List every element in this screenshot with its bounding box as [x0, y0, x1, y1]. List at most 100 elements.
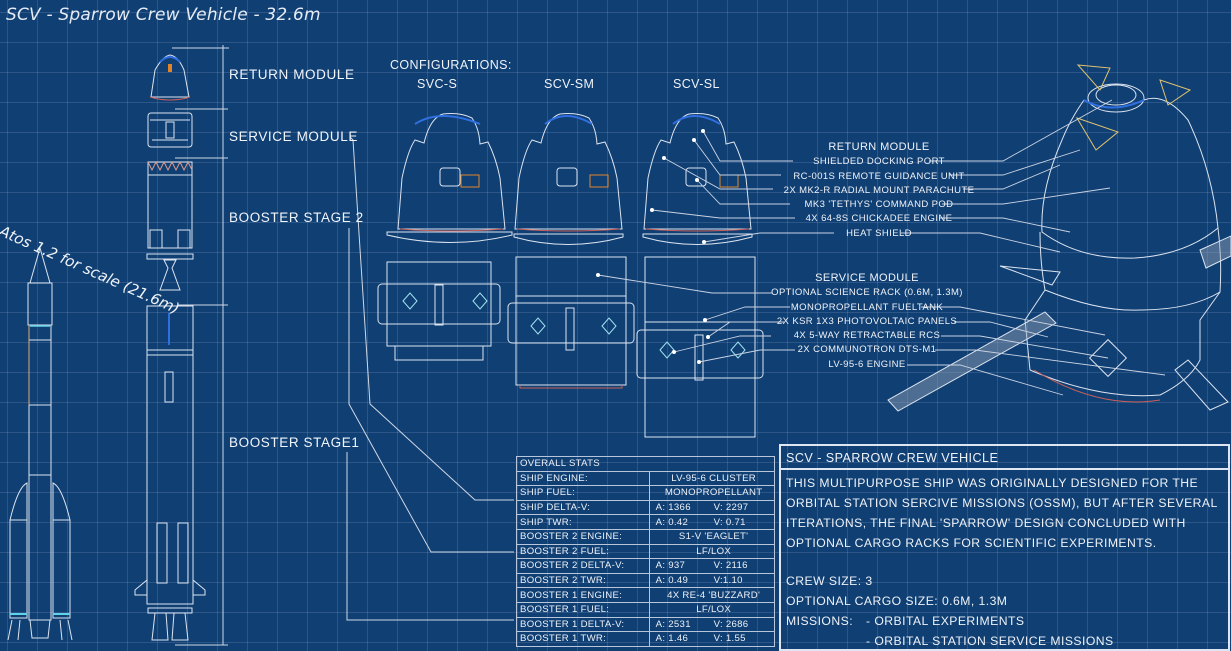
description-panel: SCV - SPARROW CREW VEHICLE THIS MULTIPUR…: [779, 444, 1230, 651]
stat-label: BOOSTER 1 TWR:: [515, 631, 651, 647]
stat-value: A: 0.49 V:1.10: [649, 572, 775, 589]
callout-heading: RETURN MODULE: [828, 141, 930, 153]
stat-value: 4X RE-4 'BUZZARD': [649, 587, 775, 603]
callout-item: RC-001S REMOTE GUIDANCE UNIT: [793, 170, 965, 182]
stat-value: A: 1.46 V: 1.55: [649, 631, 775, 647]
stat-value: A: 937 V: 2116: [649, 558, 775, 574]
stat-label: BOOSTER 2 FUEL:: [515, 543, 651, 560]
callout-item: SHIELDED DOCKING PORT: [813, 156, 945, 168]
stat-label: BOOSTER 1 DELTA-V:: [515, 616, 651, 633]
missions-row: MISSIONS: - ORBITAL EXPERIMENTS: [786, 611, 1224, 631]
stat-atmo: A: 937: [655, 560, 686, 572]
stat-vac: V:1.10: [713, 575, 743, 587]
table-row: BOOSTER 2 ENGINE: S1-V 'EAGLET': [515, 528, 775, 545]
callout-item: 4X 5-WAY RETRACTABLE RCS: [793, 330, 941, 342]
stack-booster-1-drawing: [134, 305, 206, 641]
callout-item: 4X 64-8S CHICKADEE ENGINE: [805, 213, 953, 225]
page-title: SCV - Sparrow Crew Vehicle - 32.6m: [6, 5, 321, 25]
stack-return-module-drawing: [149, 54, 191, 101]
stack-label-booster-stage-1: BOOSTER STAGE1: [229, 435, 360, 450]
table-row: BOOSTER 1 FUEL: LF/LOX: [515, 601, 775, 618]
description-line: ORBITAL STATION SERCIVE MISSIONS (OSSM),…: [786, 496, 1218, 510]
stack-booster-2-drawing: [146, 160, 194, 291]
stat-label: SHIP ENGINE:: [515, 470, 651, 487]
stat-vac: V: 2116: [713, 560, 748, 572]
stat-value: LV-95-6 CLUSTER: [649, 470, 775, 487]
callout-dots: [596, 129, 710, 364]
description-line: THIS MULTIPURPOSE SHIP WAS ORIGINALLY DE…: [786, 476, 1199, 490]
stat-label: BOOSTER 1 FUEL:: [515, 601, 651, 618]
return-callout-lines: [651, 99, 1113, 253]
service-module-svc-s-drawing: [377, 261, 501, 361]
stat-value: LF/LOX: [649, 601, 775, 618]
stat-label: BOOSTER 2 DELTA-V:: [515, 558, 651, 574]
callout-item: LV-95-6 ENGINE: [828, 358, 906, 370]
callout-item: 2X KSR 1X3 PHOTOVOLTAIC PANELS: [776, 315, 958, 327]
table-row: BOOSTER 1 TWR: A: 1.46 V: 1.55: [515, 631, 775, 647]
stack-service-module-drawing: [147, 112, 193, 148]
description-line: OPTIONAL CARGO RACKS FOR SCIENTIFIC EXPE…: [786, 536, 1157, 550]
stat-label: BOOSTER 2 ENGINE:: [515, 528, 651, 545]
service-module-scv-sm-drawing: [507, 256, 635, 389]
stat-label: SHIP FUEL:: [515, 485, 651, 501]
capsule-scv-sl-drawing: [642, 113, 753, 245]
isometric-vehicle-drawing: [887, 64, 1231, 412]
config-label-svc-s: SVC-S: [417, 77, 458, 91]
stack-label-service-module: SERVICE MODULE: [229, 129, 358, 144]
table-row: SHIP DELTA-V: A: 1366 V: 2297: [515, 499, 775, 516]
stat-label: SHIP TWR:: [515, 514, 651, 530]
stat-label: SHIP DELTA-V:: [515, 499, 651, 516]
table-row: BOOSTER 1 DELTA-V: A: 2531 V: 2686: [515, 616, 775, 633]
callout-item: MONOPROPELLANT FUELTANK: [790, 301, 944, 313]
missions-label: MISSIONS:: [786, 614, 854, 628]
stat-atmo: A: 1366: [655, 502, 691, 514]
stats-heading: OVERALL STATS: [516, 456, 775, 472]
description-line: ITERATIONS, THE FINAL 'SPARROW' DESIGN C…: [786, 516, 1186, 530]
service-callout-lines: [597, 274, 1166, 396]
stat-vac: V: 1.55: [713, 633, 746, 645]
stat-label: BOOSTER 1 ENGINE:: [515, 587, 651, 603]
service-module-scv-sl-drawing: [636, 256, 764, 438]
stat-atmo: A: 0.49: [655, 575, 689, 587]
crew-size: CREW SIZE: 3: [786, 574, 873, 588]
stat-label: BOOSTER 2 TWR:: [515, 572, 651, 589]
table-header-row: OVERALL STATS: [516, 456, 775, 472]
table-row: BOOSTER 2 FUEL: LF/LOX: [515, 543, 775, 560]
atos-rocket-drawing: [7, 246, 73, 641]
stack-label-booster-stage-2: BOOSTER STAGE 2: [229, 210, 364, 225]
stat-atmo: A: 1.46: [655, 633, 689, 645]
capsule-svc-s-drawing: [386, 113, 513, 243]
stat-vac: V: 0.71: [713, 516, 746, 528]
table-row: SHIP ENGINE: LV-95-6 CLUSTER: [515, 470, 775, 487]
overall-stats-table: OVERALL STATS SHIP ENGINE: LV-95-6 CLUST…: [515, 456, 775, 647]
description-heading: SCV - SPARROW CREW VEHICLE: [781, 446, 1228, 470]
callout-item: HEAT SHIELD: [846, 227, 912, 239]
stat-value: LF/LOX: [649, 543, 775, 560]
stat-value: S1-V 'EAGLET': [649, 528, 775, 545]
stat-vac: V: 2686: [713, 618, 749, 630]
stack-label-return-module: RETURN MODULE: [229, 67, 355, 82]
stat-value: MONOPROPELLANT: [649, 485, 775, 501]
config-label-scv-sl: SCV-SL: [673, 77, 720, 91]
config-label-scv-sm: SCV-SM: [544, 77, 595, 91]
callout-item: MK3 'TETHYS' COMMAND POD: [804, 199, 954, 211]
table-row: BOOSTER 2 DELTA-V: A: 937 V: 2116: [515, 558, 775, 574]
table-row: SHIP FUEL: MONOPROPELLANT: [515, 485, 775, 501]
stack-bracket-lines: [172, 45, 229, 646]
stat-atmo: A: 2531: [655, 618, 691, 630]
stat-value: A: 2531 V: 2686: [649, 616, 775, 633]
stat-vac: V: 2297: [713, 502, 749, 514]
stat-value: A: 1366 V: 2297: [649, 499, 775, 516]
mission-item: - ORBITAL EXPERIMENTS: [866, 614, 1025, 628]
capsule-scv-sm-drawing: [513, 113, 624, 245]
stats-leader-lines: [346, 136, 514, 621]
callout-item: 2X COMMUNOTRON DTS-M1: [797, 344, 937, 356]
table-row: BOOSTER 1 ENGINE: 4X RE-4 'BUZZARD': [515, 587, 775, 603]
return-module-callouts: RETURN MODULE SHIELDED DOCKING PORT RC-0…: [754, 140, 1004, 241]
mission-item: - ORBITAL STATION SERVICE MISSIONS: [866, 634, 1114, 648]
callout-heading: SERVICE MODULE: [815, 272, 919, 284]
cargo-size: OPTIONAL CARGO SIZE: 0.6M, 1.3M: [786, 594, 1008, 608]
service-module-callouts: SERVICE MODULE OPTIONAL SCIENCE RACK (0.…: [742, 271, 992, 372]
